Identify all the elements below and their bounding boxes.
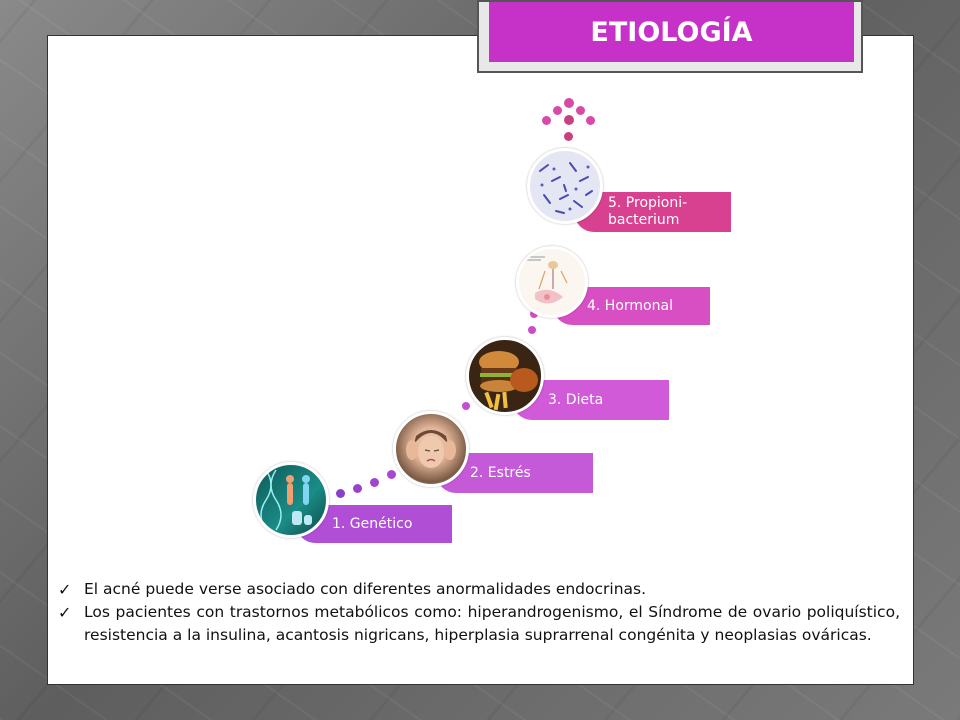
step-2-image — [393, 411, 469, 487]
stressed-woman-icon — [406, 430, 456, 468]
hormonal-diagram-icon — [527, 256, 568, 304]
connector-dot — [336, 489, 345, 498]
step-1-image — [253, 462, 329, 538]
connector-dot — [353, 484, 362, 493]
connector-dot — [387, 470, 396, 479]
connector-dot — [576, 106, 585, 115]
connector-dot — [542, 116, 551, 125]
step-3-label: 3. Dieta — [548, 392, 604, 408]
connector-dot — [564, 98, 574, 108]
bacteria-micrograph-icon — [539, 162, 593, 214]
bullet-list: ✓ El acné puede verse asociado con difer… — [58, 578, 900, 647]
step-5-image — [527, 148, 603, 224]
connector-dot — [586, 116, 595, 125]
step-2-label: 2. Estrés — [470, 465, 531, 481]
bullet-item: ✓ El acné puede verse asociado con difer… — [58, 578, 900, 601]
connector-dot — [553, 106, 562, 115]
step-5-label: 5. Propioni-bacterium — [608, 195, 688, 228]
title-banner: ETIOLOGÍA — [489, 2, 854, 62]
bullet-item: ✓ Los pacientes con trastornos metabólic… — [58, 601, 900, 647]
connector-dot — [370, 478, 379, 487]
step-4-image — [516, 246, 588, 318]
step-5-bar: 5. Propioni-bacterium — [574, 192, 731, 232]
dna-human-figures-icon — [260, 469, 312, 531]
bullet-text: El acné puede verse asociado con diferen… — [84, 580, 647, 598]
bullet-text: Los pacientes con trastornos metabólicos… — [84, 603, 900, 644]
slide-title: ETIOLOGÍA — [590, 16, 753, 48]
checkmark-icon: ✓ — [58, 580, 72, 599]
connector-dot — [462, 402, 470, 410]
step-1-label: 1. Genético — [332, 516, 413, 532]
step-3-bar: 3. Dieta — [512, 380, 669, 420]
step-3-image — [466, 337, 544, 415]
connector-dot — [530, 310, 538, 318]
connector-dot — [528, 326, 536, 334]
connector-dot — [564, 115, 574, 125]
fast-food-icon — [479, 351, 538, 411]
checkmark-icon: ✓ — [58, 603, 72, 622]
connector-dot — [564, 132, 573, 141]
step-4-label: 4. Hormonal — [587, 298, 673, 314]
title-box: ETIOLOGÍA — [477, 0, 863, 73]
